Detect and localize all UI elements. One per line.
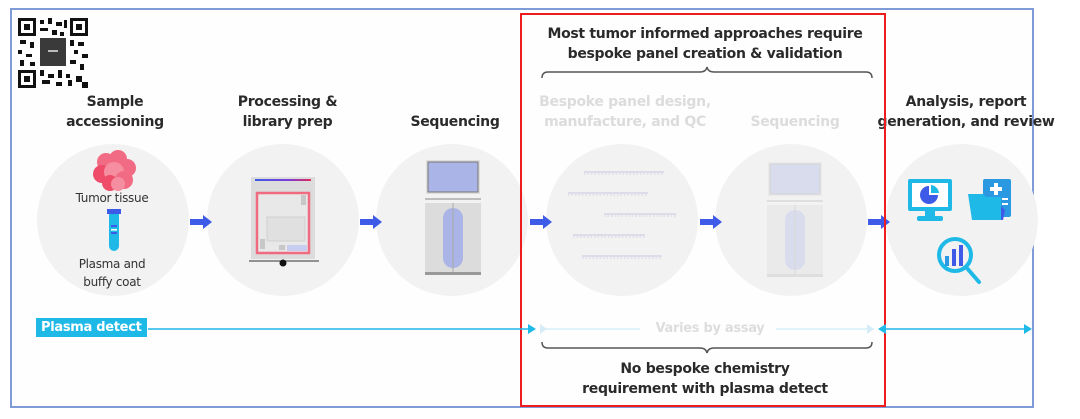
plasma-detect-badge: Plasma detect — [36, 318, 147, 337]
tumor-informed-highlight-box — [520, 13, 886, 407]
bottom-brace-icon — [541, 341, 873, 354]
flow-arrow-icon — [190, 215, 212, 229]
medical-folder-icon — [968, 179, 1011, 220]
tumor-tissue-icon — [93, 150, 136, 191]
highlight-top-caption: Most tumor informed approaches require b… — [535, 24, 875, 64]
plasma-label-line: Plasma and — [78, 257, 146, 271]
caption-line: No bespoke chemistry — [620, 361, 790, 377]
library-prep-instrument-icon — [249, 177, 319, 267]
sequencer-faded-icon — [767, 162, 823, 277]
title-line: Sample — [86, 94, 144, 110]
plasma-label-line: buffy coat — [83, 275, 141, 289]
step-circle-sequencing-faded — [715, 144, 867, 296]
qr-code-icon — [18, 18, 88, 88]
caption-line: bespoke panel creation & validation — [567, 46, 843, 62]
varies-by-assay-label: Varies by assay — [655, 321, 765, 336]
plasma-detect-timeline — [148, 324, 1032, 334]
step-title-processing: Processing & library prep — [205, 92, 370, 132]
top-brace-icon — [541, 66, 873, 79]
title-line: Analysis, report — [905, 94, 1027, 110]
step-title-bespoke-panel: Bespoke panel design, manufacture, and Q… — [535, 92, 715, 132]
caption-line: Most tumor informed approaches require — [547, 26, 863, 42]
title-line: Processing & — [237, 94, 338, 110]
tumor-tissue-label: Tumor tissue — [75, 191, 149, 205]
title-line: Bespoke panel design, — [539, 94, 711, 110]
plasma-label: Plasma and buffy coat — [62, 255, 162, 291]
monitor-chart-icon — [908, 179, 952, 221]
title-line: manufacture, and QC — [544, 114, 706, 130]
step-title-sample-accessioning: Sample accessioning — [40, 92, 190, 132]
flow-arrow-icon — [700, 215, 722, 229]
step-title-sequencing: Sequencing — [380, 112, 530, 132]
highlight-bottom-caption: No bespoke chemistry requirement with pl… — [545, 359, 865, 399]
title-line: accessioning — [66, 114, 164, 130]
step-title-analysis: Analysis, report generation, and review — [876, 92, 1056, 132]
title-line: library prep — [242, 114, 333, 130]
step-title-sequencing-faded: Sequencing — [720, 112, 870, 132]
title-line: generation, and review — [877, 114, 1055, 130]
probe-panel-icon — [568, 171, 676, 259]
blood-tube-icon — [107, 209, 121, 251]
flow-arrow-icon — [360, 215, 382, 229]
title-line: Sequencing — [750, 114, 840, 130]
title-line: Sequencing — [410, 114, 500, 130]
flow-arrow-icon — [530, 215, 552, 229]
caption-line: requirement with plasma detect — [582, 381, 828, 397]
magnifier-chart-icon — [937, 237, 981, 284]
sequencer-icon — [425, 160, 481, 275]
step-circle-bespoke — [546, 144, 698, 296]
